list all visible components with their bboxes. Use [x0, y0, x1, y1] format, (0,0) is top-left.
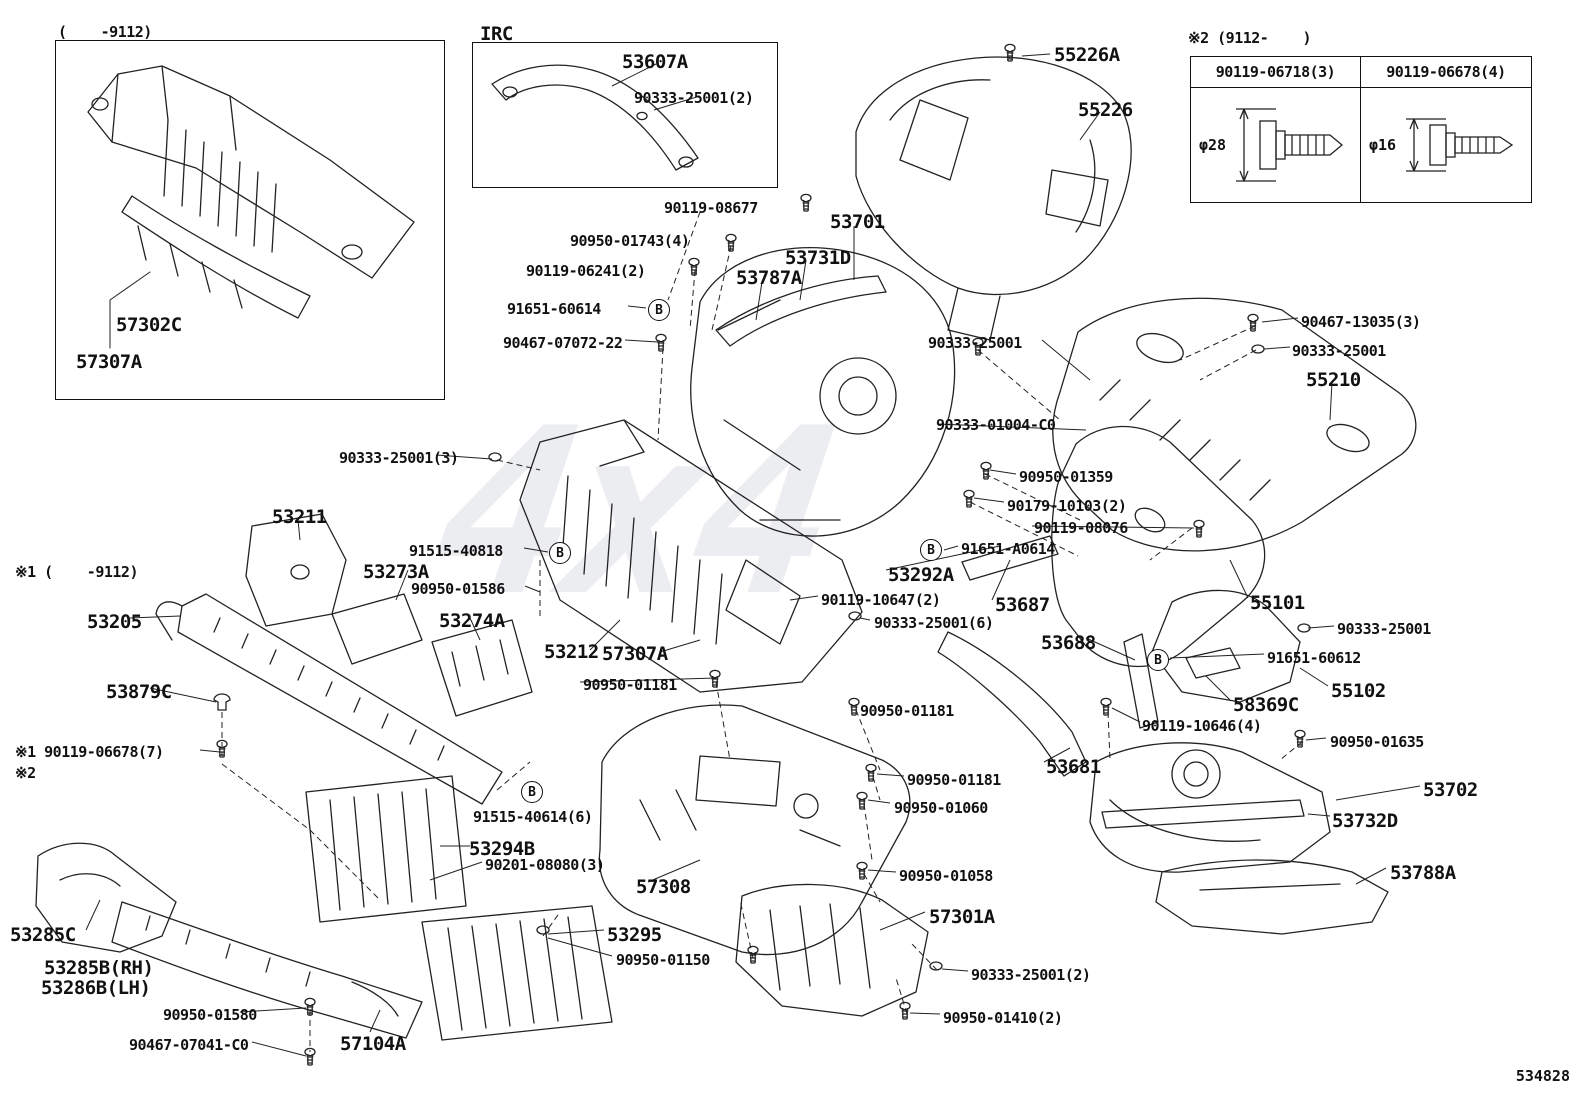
fastener-spec-table: 90119-06718(3) 90119-06678(4) φ28 φ16: [1190, 56, 1532, 203]
bolt-size-marker: B: [648, 299, 670, 321]
part-label: 91651-A0614: [961, 540, 1055, 558]
part-label: 53285B(RH): [44, 957, 154, 979]
part-label: 53731D: [785, 247, 851, 269]
part-label: 90333-01004-C0: [936, 416, 1056, 434]
part-label: 90950-01181: [583, 676, 677, 694]
inset-box-early-model: [55, 40, 445, 400]
part-label: 53274A: [439, 610, 505, 632]
part-label: 53879C: [106, 681, 172, 703]
part-label: 53295: [607, 924, 662, 946]
part-label: 57104A: [340, 1033, 406, 1055]
part-label: 90467-07072-22: [503, 334, 623, 352]
part-label: 90950-01580: [163, 1006, 257, 1024]
part-label: 90333-25001: [928, 334, 1022, 352]
spec-col2-diameter: φ16: [1369, 136, 1397, 154]
spec-col2-cell: φ16: [1361, 88, 1531, 202]
part-label: 90467-13035(3): [1301, 313, 1421, 331]
part-label: 90950-01060: [894, 799, 988, 817]
part-label: 58369C: [1233, 694, 1299, 716]
bolt-size-marker: B: [1147, 649, 1169, 671]
part-label: 57301A: [929, 906, 995, 928]
inset-box-irc: [472, 42, 778, 188]
bolt-size-marker: B: [920, 539, 942, 561]
part-label: 91515-40614(6): [473, 808, 593, 826]
spec-col1-part-no: 90119-06718(3): [1191, 57, 1361, 88]
part-label: 90950-01586: [411, 580, 505, 598]
part-label: 53294B: [469, 838, 535, 860]
part-label: 53788A: [1390, 862, 1456, 884]
part-label: 90467-07041-C0: [129, 1036, 249, 1054]
part-label: 53732D: [1332, 810, 1398, 832]
spec-col1-cell: φ28: [1191, 88, 1361, 202]
bolt-drawing-28: [1236, 108, 1344, 182]
part-label: 53212: [544, 641, 599, 663]
part-label: 53787A: [736, 267, 802, 289]
bolt-drawing-16: [1406, 118, 1514, 172]
part-label: 90333-25001(2): [971, 966, 1091, 984]
part-label: 53286B(LH): [41, 977, 151, 999]
diagram-number: 534828: [1515, 1067, 1570, 1085]
part-label: 53292A: [888, 564, 954, 586]
part-label: 53681: [1046, 756, 1101, 778]
part-label: 90119-06241(2): [526, 262, 646, 280]
part-label: 91651-60614: [507, 300, 601, 318]
part-label: 53607A: [622, 51, 688, 73]
part-label: 90950-01359: [1019, 468, 1113, 486]
part-label: 90179-10103(2): [1007, 497, 1127, 515]
part-label: 53273A: [363, 561, 429, 583]
part-label: 90333-25001(3): [339, 449, 459, 467]
part-label: 53688: [1041, 632, 1096, 654]
part-label: ※1 90119-06678(7): [15, 743, 164, 761]
part-label: 55102: [1331, 680, 1386, 702]
part-label: ※2 (9112- ): [1188, 29, 1311, 47]
part-label: 90950-01635: [1330, 733, 1424, 751]
part-label: 57302C: [116, 314, 182, 336]
part-label: 90119-08076: [1034, 519, 1128, 537]
bolt-size-marker: B: [521, 781, 543, 803]
part-label: 57308: [636, 876, 691, 898]
part-label: 55226A: [1054, 44, 1120, 66]
part-label: ( -9112): [58, 23, 152, 41]
spec-col1-diameter: φ28: [1199, 136, 1227, 154]
part-label: 53205: [87, 611, 142, 633]
bolt-size-marker: B: [549, 542, 571, 564]
part-label: 55226: [1078, 99, 1133, 121]
part-label: 53701: [830, 211, 885, 233]
part-label: 57307A: [76, 351, 142, 373]
part-label: 90950-01743(4): [570, 232, 690, 250]
part-label: 91515-40818: [409, 542, 503, 560]
part-label: 90119-10647(2): [821, 591, 941, 609]
part-label: ※1 ( -9112): [15, 563, 138, 581]
part-label: 90119-10646(4): [1142, 717, 1262, 735]
part-label: 53211: [272, 506, 327, 528]
part-label: 55101: [1250, 592, 1305, 614]
part-label: 90950-01150: [616, 951, 710, 969]
spec-col2-part-no: 90119-06678(4): [1361, 57, 1531, 88]
part-label: 90950-01058: [899, 867, 993, 885]
part-label: 53687: [995, 594, 1050, 616]
part-label: 90950-01181: [860, 702, 954, 720]
part-label: 90119-08677: [664, 199, 758, 217]
part-label: 90333-25001: [1337, 620, 1431, 638]
part-label: 90201-08080(3): [485, 856, 605, 874]
part-label: 90333-25001: [1292, 342, 1386, 360]
part-label: 90950-01410(2): [943, 1009, 1063, 1027]
part-label: ※2: [15, 764, 36, 782]
part-label: 91651-60612: [1267, 649, 1361, 667]
part-label: 57307A: [602, 643, 668, 665]
part-label: 53285C: [10, 924, 76, 946]
part-label: 90333-25001(6): [874, 614, 994, 632]
part-label: 53702: [1423, 779, 1478, 801]
part-label: 90950-01181: [907, 771, 1001, 789]
part-label: 55210: [1306, 369, 1361, 391]
part-label: IRC: [480, 23, 513, 45]
part-label: 90333-25001(2): [634, 89, 754, 107]
